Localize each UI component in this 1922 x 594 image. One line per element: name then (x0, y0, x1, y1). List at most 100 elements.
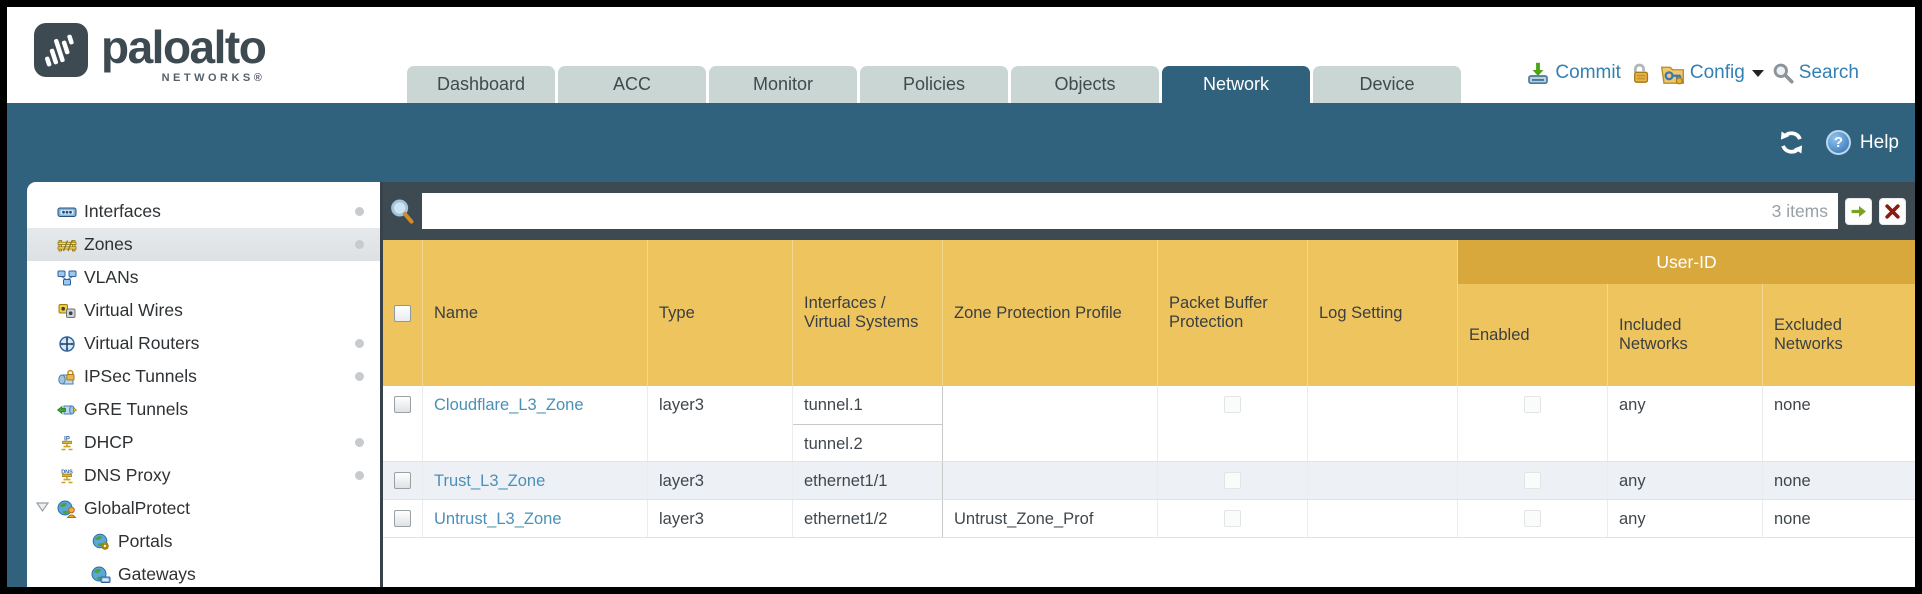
column-header-zone-protection-profile[interactable]: Zone Protection Profile (943, 240, 1158, 386)
row-checkbox[interactable] (394, 396, 411, 413)
zone-name-link[interactable]: Untrust_L3_Zone (434, 510, 562, 528)
refresh-button[interactable] (1778, 129, 1805, 156)
sidebar-item-ipsec-tunnels[interactable]: IPSec Tunnels (27, 360, 380, 393)
sidebar-item-zones[interactable]: Zones (27, 228, 380, 261)
table-row: Cloudflare_L3_Zone layer3 tunnel.1 tunne… (383, 386, 1915, 462)
sidebar-item-label: Zones (84, 234, 133, 254)
zones-icon (57, 239, 77, 251)
user-id-enabled-checkbox[interactable] (1524, 510, 1541, 527)
user-id-enabled-cell (1458, 386, 1608, 461)
sidebar-item-label: GlobalProtect (84, 498, 191, 518)
sidebar-item-portals[interactable]: Portals (27, 525, 380, 558)
zone-name-cell: Trust_L3_Zone (423, 462, 648, 499)
select-all-checkbox[interactable] (394, 304, 411, 322)
row-select-cell (383, 500, 423, 537)
lock-button[interactable] (1629, 62, 1652, 85)
select-all-cell (383, 240, 423, 386)
table-row: Trust_L3_Zone layer3 ethernet1/1 any non… (383, 462, 1915, 500)
globalprotect-icon (57, 500, 77, 518)
panos-app: paloalto NETWORKS® Dashboard ACC Monitor… (7, 7, 1915, 587)
lock-icon (1633, 63, 1648, 83)
sidebar-item-dhcp[interactable]: IP DHCP (27, 426, 380, 459)
user-id-enabled-checkbox[interactable] (1524, 396, 1541, 413)
content-area: Interfaces Zones (7, 182, 1915, 587)
help-icon[interactable] (1825, 130, 1851, 155)
packet-buffer-checkbox[interactable] (1224, 472, 1241, 489)
row-select-cell (383, 462, 423, 499)
apply-filter-button[interactable] (1845, 197, 1872, 225)
clear-filter-button[interactable] (1879, 197, 1906, 225)
sidebar-item-gateways[interactable]: Gateways (27, 558, 380, 587)
tab-objects[interactable]: Objects (1011, 66, 1159, 103)
tab-monitor[interactable]: Monitor (709, 66, 857, 103)
search-icon (1773, 63, 1794, 84)
filter-bar: 3 items (383, 182, 1915, 240)
tab-network[interactable]: Network (1162, 66, 1310, 103)
excluded-networks-cell: none (1774, 472, 1811, 490)
expander-triangle-icon[interactable] (36, 502, 49, 512)
column-header-included-networks[interactable]: Included Networks (1608, 240, 1763, 386)
red-x-icon (1885, 203, 1900, 219)
tab-device[interactable]: Device (1313, 66, 1461, 103)
rollover-dot (355, 339, 364, 348)
interfaces-icon (57, 207, 77, 217)
tab-acc[interactable]: ACC (558, 66, 706, 103)
filter-input-box: 3 items (422, 193, 1838, 229)
global-search-button[interactable]: Search (1772, 62, 1859, 84)
brand-wordmark: paloalto NETWORKS® (101, 21, 267, 84)
svg-text:DNS: DNS (61, 469, 73, 475)
sidebar-item-interfaces[interactable]: Interfaces (27, 195, 380, 228)
sidebar-item-dns-proxy[interactable]: DNS DNS Proxy (27, 459, 380, 492)
dhcp-icon: IP (61, 436, 73, 450)
filter-input[interactable] (432, 201, 1772, 221)
user-id-enabled-cell (1458, 500, 1608, 537)
column-header-packet-buffer-protection[interactable]: Packet Buffer Protection (1158, 240, 1308, 386)
chevron-down-icon (1751, 69, 1764, 77)
table-empty-space (383, 538, 1915, 587)
config-label: Config (1689, 62, 1745, 83)
sidebar-item-virtual-routers[interactable]: Virtual Routers (27, 327, 380, 360)
sidebar-item-virtual-wires[interactable]: Virtual Wires (27, 294, 380, 327)
brand-name: paloalto (101, 21, 267, 73)
row-checkbox[interactable] (394, 510, 411, 527)
column-header-excluded-networks[interactable]: Excluded Networks (1774, 316, 1843, 353)
packet-buffer-protection-cell (1158, 500, 1308, 537)
sidebar-item-globalprotect[interactable]: GlobalProtect (27, 492, 380, 525)
packet-buffer-checkbox[interactable] (1224, 396, 1241, 413)
vlans-icon (57, 270, 77, 285)
item-count: 3 items (1771, 200, 1828, 221)
main-nav-tabs: Dashboard ACC Monitor Policies Objects N… (407, 66, 1461, 103)
sidebar-item-vlans[interactable]: VLANs (27, 261, 380, 294)
tab-dashboard[interactable]: Dashboard (407, 66, 555, 103)
zone-type-cell: layer3 (648, 462, 793, 499)
column-header-enabled[interactable]: Enabled (1458, 240, 1608, 386)
page-toolbar: Help (7, 103, 1915, 182)
config-dropdown[interactable]: Config (1660, 62, 1764, 85)
column-header-interfaces[interactable]: Interfaces / Virtual Systems (793, 240, 943, 386)
column-header-type[interactable]: Type (648, 240, 793, 386)
sidebar-item-label: Portals (118, 531, 173, 551)
column-header-name[interactable]: Name (423, 240, 648, 386)
excluded-networks-cell: none (1774, 396, 1811, 414)
column-header-log-setting[interactable]: Log Setting (1308, 240, 1458, 386)
sidebar-item-label: DHCP (84, 432, 134, 452)
user-id-enabled-checkbox[interactable] (1524, 472, 1541, 489)
zone-name-link[interactable]: Trust_L3_Zone (434, 472, 546, 490)
sidebar-item-label: Virtual Wires (84, 300, 183, 320)
refresh-icon (1780, 131, 1802, 154)
packet-buffer-protection-cell (1158, 462, 1308, 499)
zone-name-link[interactable]: Cloudflare_L3_Zone (434, 396, 584, 414)
interface-entry: tunnel.2 (793, 424, 942, 461)
zones-main-panel: 3 items User-ID (383, 182, 1915, 587)
filter-search-icon[interactable] (389, 198, 415, 224)
paloalto-logo: paloalto NETWORKS® (33, 21, 267, 84)
sidebar-item-gre-tunnels[interactable]: GRE Tunnels (27, 393, 380, 426)
packet-buffer-checkbox[interactable] (1224, 510, 1241, 527)
row-checkbox[interactable] (394, 472, 411, 489)
zone-protection-profile-cell (943, 386, 1158, 461)
tab-policies[interactable]: Policies (860, 66, 1008, 103)
commit-button[interactable]: Commit (1526, 61, 1621, 85)
included-networks-cell: any (1608, 500, 1763, 537)
zone-protection-profile-cell: Untrust_Zone_Prof (943, 500, 1158, 537)
user-id-group-header: User-ID (1458, 240, 1915, 284)
